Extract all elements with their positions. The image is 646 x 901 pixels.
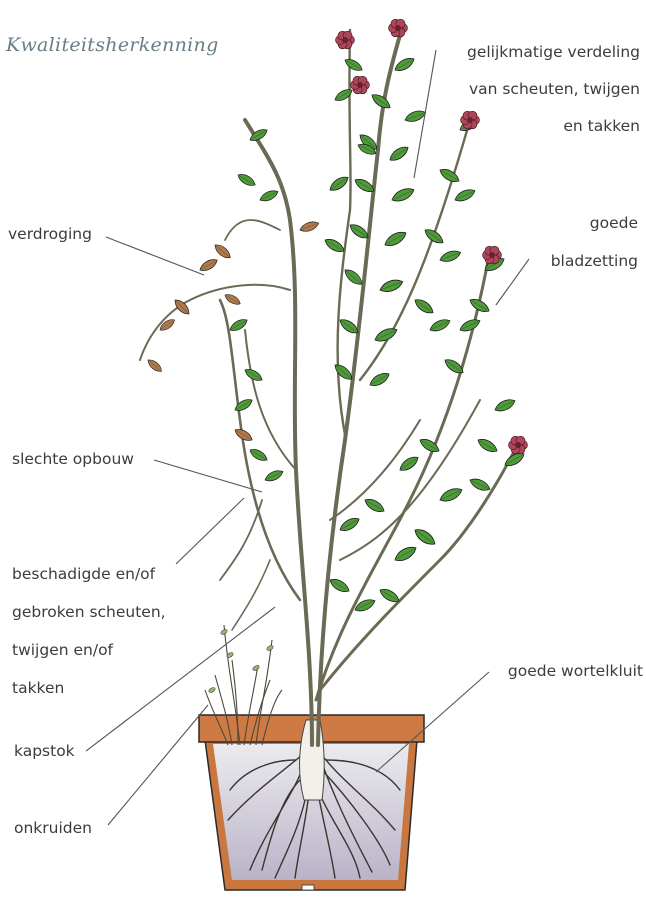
stem-3 [316, 250, 490, 700]
leaf-52 [248, 446, 269, 463]
leaf-47 [236, 171, 257, 188]
label-line: goede [551, 204, 638, 242]
stem-9 [140, 285, 290, 360]
pointer-lines [86, 50, 529, 825]
leaf-30 [458, 317, 482, 334]
leaf-14 [332, 362, 355, 383]
leaf-16 [343, 56, 364, 73]
flower-1 [336, 31, 355, 49]
leaf-57 [158, 317, 177, 333]
weed-leaf-5 [208, 687, 216, 694]
flower-center [395, 25, 401, 31]
leaf-27 [428, 317, 452, 334]
leaf-37 [412, 526, 438, 548]
flower-center [489, 252, 495, 258]
label-line: van scheuten, twijgen [467, 71, 640, 108]
leaf-15 [368, 370, 392, 389]
weed-leaf-3 [252, 665, 260, 672]
leaf-61 [299, 219, 320, 233]
pointer-drought [106, 237, 204, 275]
leaf-43 [363, 496, 387, 515]
stem-12 [232, 560, 270, 630]
leaf-48 [258, 188, 279, 204]
leaf-60 [223, 292, 242, 307]
pointer-damaged [176, 498, 244, 564]
flower-2 [389, 19, 408, 37]
leaf-7 [390, 185, 416, 204]
stem-10 [225, 220, 280, 240]
plant-stems [140, 30, 520, 745]
leaf-44 [338, 515, 362, 534]
label-line: en takken [467, 108, 640, 145]
label-line: beschadigde en/of [12, 555, 166, 593]
weed-leaf-4 [266, 645, 274, 652]
leaf-26 [412, 296, 435, 316]
leaf-22 [438, 166, 462, 185]
stem-8 [245, 330, 296, 470]
pot-label-tag [302, 885, 314, 890]
stem-2 [318, 35, 400, 745]
leaf-1 [393, 55, 417, 74]
label-weeds: onkruiden [14, 818, 92, 838]
leaf-42 [397, 454, 420, 474]
leaf-35 [468, 476, 492, 493]
stem-1 [245, 120, 312, 745]
leaf-32 [493, 397, 517, 414]
label-line: takken [12, 669, 166, 707]
leaf-45 [328, 576, 352, 595]
label-line: bladzetting [551, 242, 638, 280]
leaf-54 [212, 242, 232, 261]
leaf-58 [146, 357, 164, 374]
label-drought: verdroging [8, 224, 92, 244]
leaf-33 [476, 436, 500, 455]
leaf-20 [323, 236, 347, 255]
leaf-53 [263, 468, 284, 484]
leaf-11 [378, 277, 404, 295]
label-bad-structure: slechte opbouw [12, 449, 134, 469]
label-damaged: beschadigde en/of gebroken scheuten, twi… [12, 555, 166, 707]
page-title: Kwaliteitsherkenning [6, 34, 219, 56]
leaf-36 [438, 485, 464, 504]
flower-center [357, 82, 363, 88]
label-good-rootball: goede wortelkluit [508, 661, 643, 681]
label-good-leaf: goede bladzetting [551, 204, 638, 280]
flower-center [515, 442, 521, 448]
label-line: gelijkmatige verdeling [467, 34, 640, 71]
leaf-5 [387, 144, 410, 164]
label-coat-hook: kapstok [14, 741, 75, 761]
stem-11 [220, 500, 262, 580]
leaf-9 [383, 229, 409, 250]
pointer-good-leaf [496, 259, 529, 305]
leaf-55 [198, 257, 219, 274]
leaf-17 [333, 87, 354, 104]
stem-14 [340, 400, 480, 560]
leaf-19 [327, 174, 350, 194]
leaf-38 [393, 544, 419, 565]
weed-leaf-1 [220, 629, 228, 636]
flower-center [342, 37, 348, 43]
flower-6 [351, 76, 370, 94]
stem-5 [220, 300, 300, 600]
label-line: gebroken scheuten, [12, 593, 166, 631]
leaf-25 [438, 248, 462, 264]
flower-4 [483, 246, 502, 264]
leaf-10 [342, 267, 365, 288]
label-line: twijgen en/of [12, 631, 166, 669]
leaf-24 [422, 226, 445, 246]
label-even-distribution: gelijkmatige verdeling van scheuten, twi… [467, 34, 640, 145]
leaf-23 [453, 187, 477, 204]
flower-5 [509, 436, 528, 454]
